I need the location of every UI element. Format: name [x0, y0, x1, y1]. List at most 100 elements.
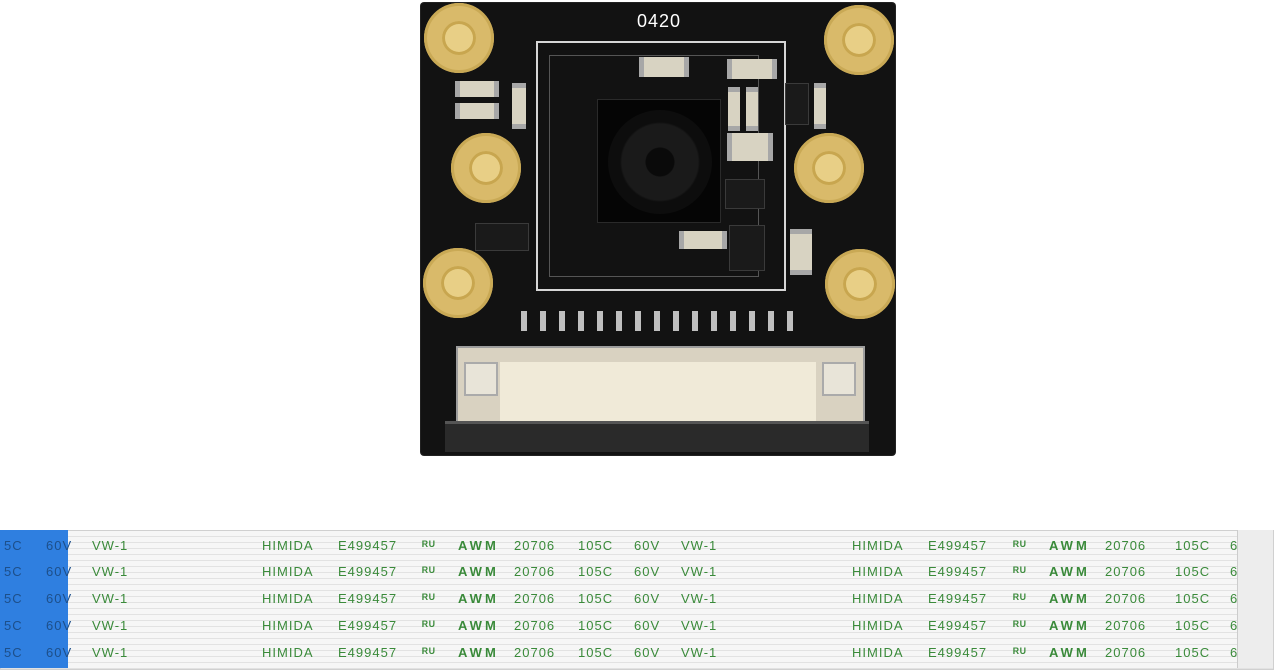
cable-print-temp: 105C — [1175, 538, 1211, 553]
cable-print-maker: HIMIDA — [852, 618, 904, 633]
cable-print-awm: AWM — [1049, 618, 1090, 633]
fpc-connector — [456, 346, 865, 432]
cable-print-file: E499457 — [928, 645, 988, 660]
cable-print-awm: AWM — [458, 618, 499, 633]
ic-chip — [725, 179, 765, 209]
connector-pin — [768, 311, 774, 331]
connector-pin — [616, 311, 622, 331]
cable-print-style: 20706 — [514, 618, 556, 633]
cable-print-file: E499457 — [338, 618, 398, 633]
cable-print-voltage: 60V — [634, 645, 661, 660]
connector-pin — [521, 311, 527, 331]
cable-print-style: 20706 — [1105, 618, 1147, 633]
cable-print-maker: HIMIDA — [852, 591, 904, 606]
cable-print-maker: HIMIDA — [262, 538, 314, 553]
cable-print-digit: 6 — [1230, 538, 1239, 553]
ul-mark-icon: ᴿᵁ — [422, 645, 436, 660]
lens-icon — [608, 110, 712, 214]
ul-mark-icon: ᴿᵁ — [1013, 564, 1027, 579]
connector-pin — [787, 311, 793, 331]
cable-print-voltage: 60V — [634, 564, 661, 579]
sensor-inner-outline — [549, 55, 759, 277]
cable-print-maker: HIMIDA — [262, 618, 314, 633]
cable-print-style: 20706 — [1105, 564, 1147, 579]
cable-print-awm: AWM — [1049, 564, 1090, 579]
smd-resistor — [728, 87, 740, 131]
cable-print-flame: VW-1 — [92, 564, 129, 579]
smd-resistor — [746, 87, 758, 131]
cable-print-temp: 105C — [1175, 645, 1211, 660]
connector-end — [822, 362, 856, 396]
cable-stiffener-blue — [0, 530, 68, 668]
sensor-outline — [536, 41, 786, 291]
connector-end — [464, 362, 498, 396]
cable-print-file: E499457 — [338, 538, 398, 553]
ic-chip — [729, 225, 765, 271]
cable-print-row: 5C 60V VW-1 HIMIDA E499457 ᴿᵁ AWM 20706 … — [0, 560, 1272, 584]
board-label: 0420 — [636, 11, 682, 31]
cable-print-temp: 105C — [1175, 591, 1211, 606]
cable-print-voltage: 60V — [634, 618, 661, 633]
cable-print-awm: AWM — [1049, 591, 1090, 606]
mounting-pad-top-right — [824, 5, 894, 75]
cable-print-file: E499457 — [928, 591, 988, 606]
cable-print-flame: VW-1 — [681, 538, 718, 553]
smd-led — [814, 83, 826, 129]
cable-print-style: 20706 — [514, 645, 556, 660]
connector-pin — [654, 311, 660, 331]
ul-mark-icon: ᴿᵁ — [1013, 591, 1027, 606]
connector-pin — [578, 311, 584, 331]
cable-print-maker: HIMIDA — [852, 564, 904, 579]
cable-print-voltage: 60V — [634, 538, 661, 553]
cable-print-maker: HIMIDA — [262, 645, 314, 660]
cable-print-awm: AWM — [1049, 538, 1090, 553]
connector-pin — [673, 311, 679, 331]
cable-print-digit: 6 — [1230, 564, 1239, 579]
smd-resistor — [512, 83, 526, 129]
cable-print-digit: 6 — [1230, 591, 1239, 606]
cable-print-flame: VW-1 — [681, 645, 718, 660]
ul-mark-icon: ᴿᵁ — [422, 591, 436, 606]
mounting-pad-mid-left — [451, 133, 521, 203]
cable-print-temp: 105C — [1175, 618, 1211, 633]
cable-print-awm: AWM — [458, 538, 499, 553]
cable-print-row: 5C 60V VW-1 HIMIDA E499457 ᴿᵁ AWM 20706 … — [0, 641, 1272, 665]
connector-slot — [500, 362, 816, 424]
cable-print-maker: HIMIDA — [262, 591, 314, 606]
cable-print-maker: HIMIDA — [262, 564, 314, 579]
connector-pin — [749, 311, 755, 331]
cable-print-awm: AWM — [458, 645, 499, 660]
smd-capacitor — [727, 59, 777, 79]
cable-print-flame: VW-1 — [92, 538, 129, 553]
cable-print-temp: 105C — [578, 538, 614, 553]
cable-print-awm: AWM — [458, 564, 499, 579]
smd-resistor — [455, 81, 499, 97]
ul-mark-icon: ᴿᵁ — [422, 538, 436, 553]
cable-print-prefix: 5C — [4, 618, 23, 633]
cable-print-prefix: 5C — [4, 591, 23, 606]
camera-module-board: 0420 — [421, 3, 895, 455]
smd-resistor — [455, 103, 499, 119]
mounting-pad-bottom-right — [825, 249, 895, 319]
cable-print-style: 20706 — [514, 564, 556, 579]
ribbon-cable — [0, 530, 1274, 670]
cable-print-awm: AWM — [458, 591, 499, 606]
connector-pin — [730, 311, 736, 331]
cable-print-flame: VW-1 — [92, 645, 129, 660]
connector-pin — [692, 311, 698, 331]
cable-print-style: 20706 — [514, 538, 556, 553]
cable-print-file: E499457 — [928, 618, 988, 633]
connector-pin — [635, 311, 641, 331]
cable-print-maker: HIMIDA — [852, 538, 904, 553]
ul-mark-icon: ᴿᵁ — [422, 618, 436, 633]
connector-latch — [445, 421, 869, 452]
ul-mark-icon: ᴿᵁ — [422, 564, 436, 579]
cable-print-temp: 105C — [578, 618, 614, 633]
cable-print-style: 20706 — [1105, 591, 1147, 606]
smd-capacitor — [679, 231, 727, 249]
cable-print-style: 20706 — [1105, 645, 1147, 660]
cable-print-digit: 6 — [1230, 618, 1239, 633]
cable-print-temp: 105C — [578, 591, 614, 606]
ul-mark-icon: ᴿᵁ — [1013, 645, 1027, 660]
